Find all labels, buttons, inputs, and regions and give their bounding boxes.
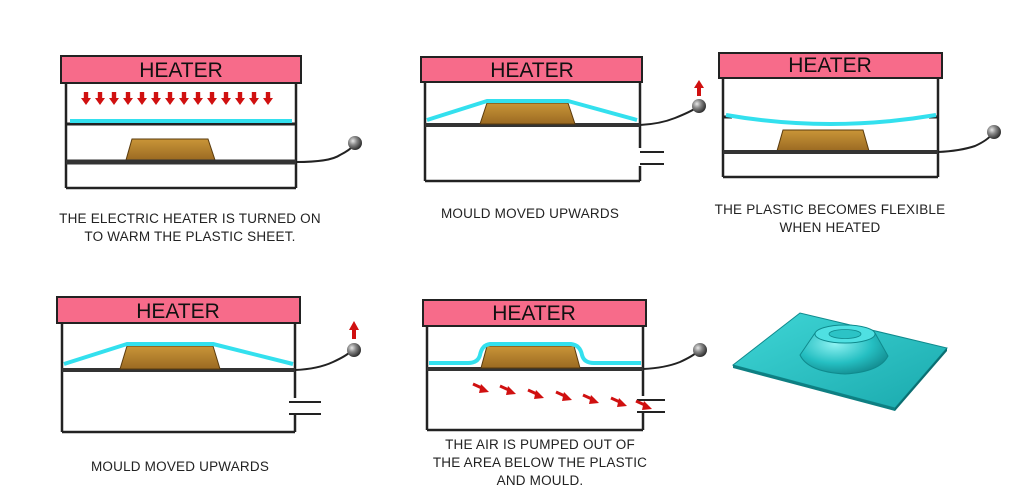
up-arrow-icon [694,80,704,96]
valve-icon [640,151,664,165]
formed-product [731,312,948,411]
step-3-panel: HEATER [718,52,1001,179]
heat-arrow-icon [81,92,91,105]
caption-line: MOULD MOVED UPWARDS [90,459,270,474]
air-arrow-icon [526,388,546,401]
caption-line: WHEN HEATED [779,220,881,235]
plastic-sheet [429,342,641,365]
caption-line: THE AREA BELOW THE PLASTIC [432,455,648,470]
heat-arrow-icon [207,92,217,105]
heater-bar [422,299,647,327]
valve-icon [289,401,321,415]
air-arrows [471,382,654,412]
lever-knob-icon [347,343,361,357]
step-5-caption: THE AIR IS PUMPED OUT OF THE AREA BELOW … [405,436,675,490]
caption-line: AND MOULD. [496,473,584,488]
heat-arrow-icon [165,92,175,105]
up-arrow-icon [349,321,359,339]
caption-line: THE AIR IS PUMPED OUT OF [445,437,635,452]
heater-bar [718,52,943,79]
heat-arrow-icon [95,92,105,105]
heat-arrow-icon [137,92,147,105]
heater-bar [420,56,643,83]
heater-bar [56,296,301,324]
air-arrow-icon [581,393,601,406]
air-arrow-icon [471,382,491,395]
heat-arrow-icon [123,92,133,105]
step-4-panel: HEATER [56,296,361,434]
mould [119,345,221,370]
mould [776,129,870,152]
heater-label: HEATER [788,54,872,77]
caption-line: MOULD MOVED UPWARDS [440,206,620,221]
lever-knob-icon [693,343,707,357]
valve-icon [637,399,665,413]
heat-arrow-icon [221,92,231,105]
mould [480,345,581,369]
plastic-sheet [725,113,937,126]
step-3-caption: THE PLASTIC BECOMES FLEXIBLE WHEN HEATED [700,201,960,237]
heat-arrow-icon [235,92,245,105]
step-4-caption: MOULD MOVED UPWARDS [60,458,300,476]
heater-bar [60,55,302,84]
heat-arrow-icon [193,92,203,105]
heater-label: HEATER [139,59,223,82]
lever-knob-icon [348,136,362,150]
plastic-sheet [63,342,294,366]
caption-line: THE PLASTIC BECOMES FLEXIBLE [714,202,946,217]
heat-arrow-icon [151,92,161,105]
air-arrow-icon [634,399,654,412]
air-arrow-icon [554,390,574,403]
heat-arrow-icon [263,92,273,105]
heat-arrow-icon [179,92,189,105]
caption-line: THE ELECTRIC HEATER IS TURNED ON [59,211,321,226]
heat-arrows [81,92,273,105]
lever-knob-icon [692,99,706,113]
heat-arrow-icon [109,92,119,105]
heat-arrow-icon [249,92,259,105]
heater-label: HEATER [492,302,576,325]
step-1-panel: HEATER [60,55,362,190]
caption-line: TO WARM THE PLASTIC SHEET. [84,229,296,244]
mould [479,102,576,125]
plastic-sheet [426,99,638,122]
step-2-caption: MOULD MOVED UPWARDS [410,205,650,223]
step-1-caption: THE ELECTRIC HEATER IS TURNED ON TO WARM… [40,210,340,246]
mould [125,138,216,161]
heater-label: HEATER [136,300,220,323]
step-2-panel: HEATER [420,56,706,183]
air-arrow-icon [498,384,518,397]
step-5-panel: HEATER [422,299,707,432]
air-arrow-icon [609,396,629,409]
heater-label: HEATER [490,59,574,82]
lever-knob-icon [987,125,1001,139]
